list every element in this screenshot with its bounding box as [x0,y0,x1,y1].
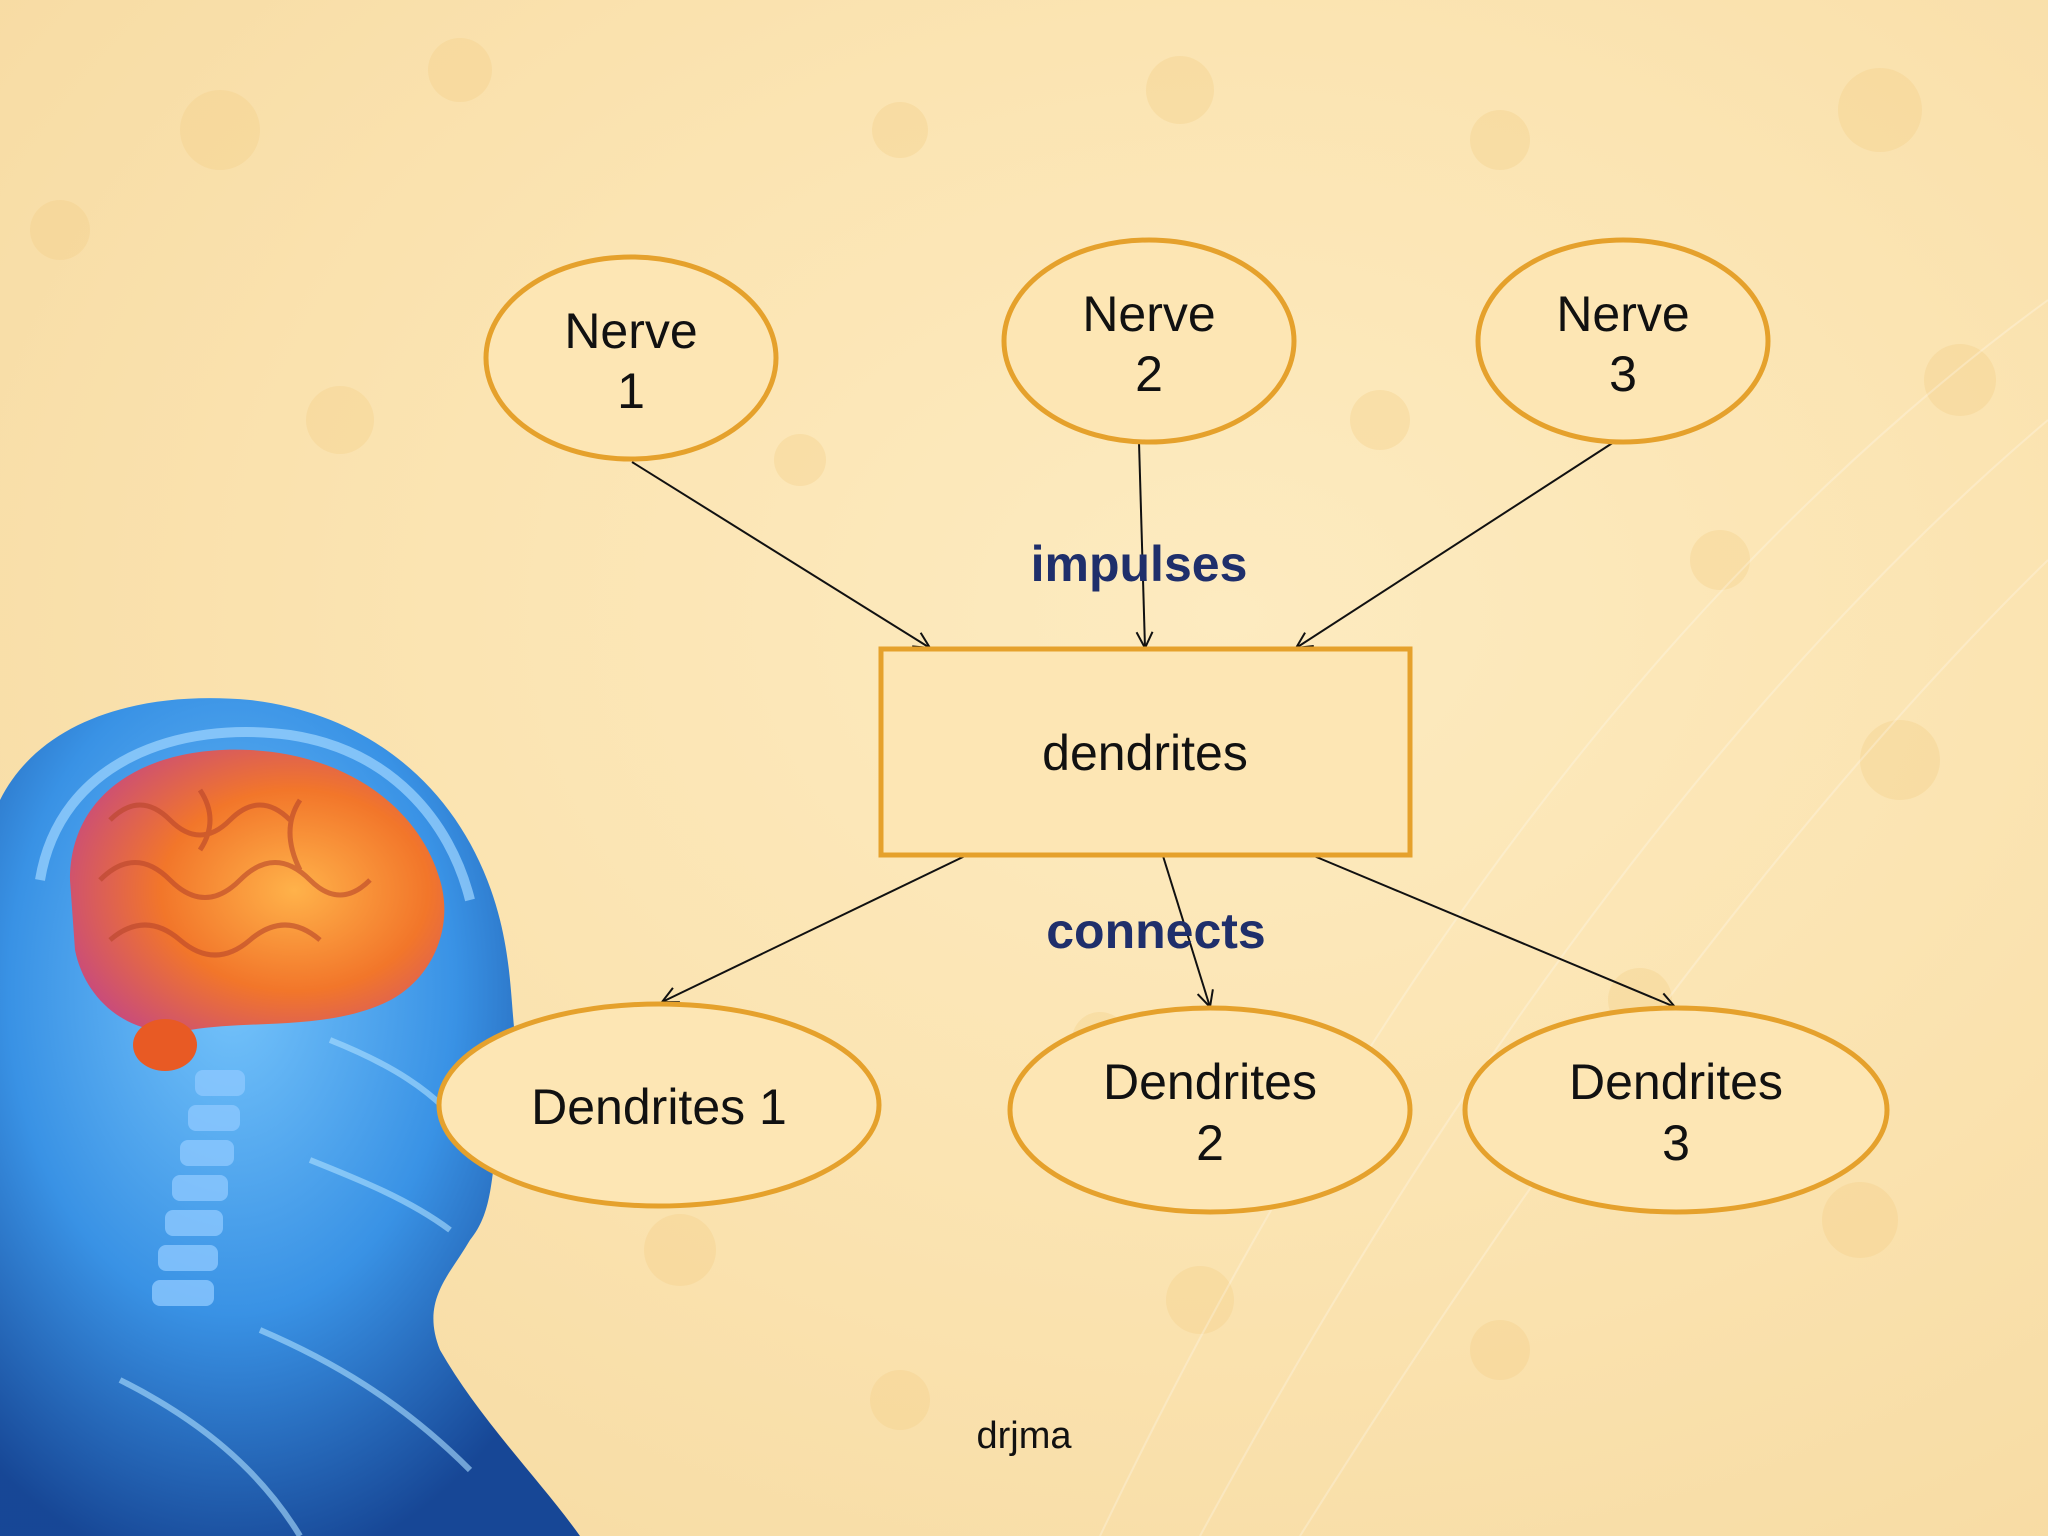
dendrites-3-label-line1: Dendrites [1569,1054,1783,1110]
node-nerve-2: Nerve 2 [1001,237,1297,445]
node-dendrites-2: Dendrites 2 [1007,1005,1413,1215]
footer-author: drjma [976,1415,1072,1457]
relation-label-impulses: impulses [1031,536,1248,592]
dendrites-1-label: Dendrites 1 [531,1079,787,1135]
node-nerve-3: Nerve 3 [1475,237,1771,445]
relation-label-connects: connects [1046,903,1266,959]
arrow-dendrites-to-dendrites1 [662,855,966,1002]
arrow-dendrites-to-dendrites3 [1313,855,1675,1007]
arrow-nerve2-to-dendrites [1139,441,1145,648]
nerve-3-label-line1: Nerve [1556,286,1689,342]
nerve-3-label-line2: 3 [1609,346,1637,402]
nerve-1-label-line2: 1 [617,363,645,419]
nerve-2-label-line1: Nerve [1082,286,1215,342]
node-dendrites-1: Dendrites 1 [436,1001,882,1209]
node-nerve-1: Nerve 1 [483,254,779,462]
nerve-2-label-line2: 2 [1135,346,1163,402]
node-dendrites-box: dendrites [878,646,1413,858]
arrow-nerve1-to-dendrites [631,461,930,648]
arrow-nerve3-to-dendrites [1296,441,1615,648]
dendrites-2-label-line2: 2 [1196,1115,1224,1171]
dendrites-box-label: dendrites [1042,725,1248,781]
dendrites-2-label-line1: Dendrites [1103,1054,1317,1110]
nerve-1-label-line1: Nerve [564,303,697,359]
brain [70,749,445,1032]
dendrites-3-label-line2: 3 [1662,1115,1690,1171]
arrow-dendrites-to-dendrites2 [1162,855,1210,1007]
node-dendrites-3: Dendrites 3 [1462,1005,1890,1215]
